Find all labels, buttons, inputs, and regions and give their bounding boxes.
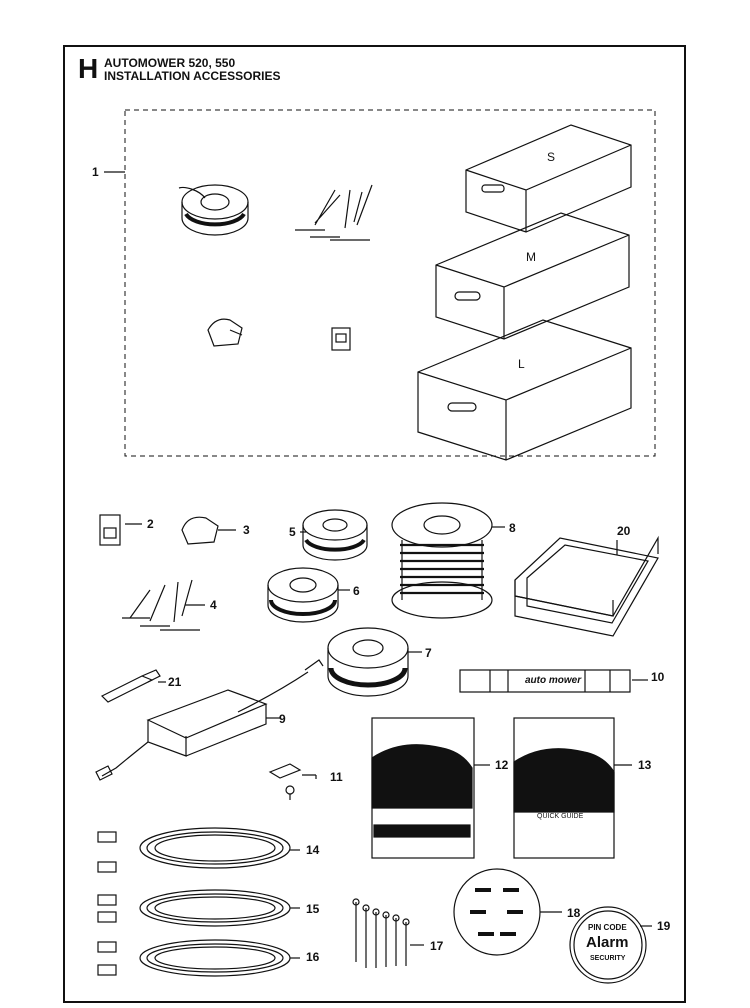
callout-1: 1 [92, 165, 99, 179]
screws-11 [268, 763, 317, 800]
callout-11: 11 [330, 770, 343, 784]
callout-5: 5 [289, 525, 296, 539]
kit-box-m [435, 212, 630, 340]
callout-19: 19 [657, 919, 671, 933]
manual-12 [371, 717, 490, 859]
callout-3: 3 [243, 523, 250, 537]
alarm-text-bottom: SECURITY [590, 955, 626, 962]
callout-7: 7 [425, 646, 432, 660]
quick-guide-text: QUICK GUIDE [537, 813, 584, 820]
callout-18: 18 [567, 906, 581, 920]
screwdriver-bit-21 [100, 669, 166, 703]
screws-17 [352, 898, 424, 968]
kit-wire-coil [178, 184, 249, 236]
diagram-frame [63, 45, 686, 1003]
kit-coupler [207, 318, 243, 347]
callout-4: 4 [210, 598, 217, 612]
callout-8: 8 [509, 521, 516, 535]
kit-box-s [465, 124, 632, 233]
kit-pegs [295, 184, 373, 241]
alarm-sticker-19 [569, 906, 652, 984]
cable-15 [97, 889, 300, 927]
callout-13: 13 [638, 758, 652, 772]
section-title: INSTALLATION ACCESSORIES [104, 69, 281, 83]
power-supply-9 [95, 659, 324, 781]
quick-guide-13 [513, 717, 632, 859]
callout-16: 16 [306, 950, 320, 964]
box-label-l: L [518, 357, 525, 371]
callout-17: 17 [430, 939, 444, 953]
kit-connector [331, 327, 351, 351]
disc-18 [453, 868, 562, 956]
connector-part [99, 514, 142, 546]
callout-10: 10 [651, 670, 665, 684]
coupler-part [181, 516, 236, 545]
callout-21: 21 [168, 675, 182, 689]
coil-medium-7 [327, 627, 422, 697]
callout-2: 2 [147, 517, 154, 531]
callout-9: 9 [279, 712, 286, 726]
model-title: AUTOMOWER 520, 550 [104, 56, 236, 70]
callout-6: 6 [353, 584, 360, 598]
kit-dashed-outline [124, 109, 656, 457]
cable-16 [97, 939, 300, 977]
wire-spool-8 [391, 502, 505, 619]
box-label-m: M [526, 250, 536, 264]
sticker-text: auto mower [525, 675, 582, 686]
sticker-10 [459, 669, 648, 693]
coil-small-5 [300, 509, 368, 561]
box-label-s: S [547, 150, 556, 164]
kit-box-l [417, 319, 632, 461]
alarm-text-middle: Alarm [586, 934, 629, 951]
cable-14 [97, 827, 300, 873]
callout-14: 14 [306, 843, 320, 857]
pegs-part [122, 579, 205, 631]
callout-20: 20 [617, 524, 631, 538]
callout-12: 12 [495, 758, 509, 772]
carry-case-20 [514, 535, 659, 637]
callout-15: 15 [306, 902, 320, 916]
section-letter: H [78, 53, 99, 84]
coil-small-6 [267, 567, 350, 623]
alarm-text-top: PIN CODE [588, 923, 627, 932]
